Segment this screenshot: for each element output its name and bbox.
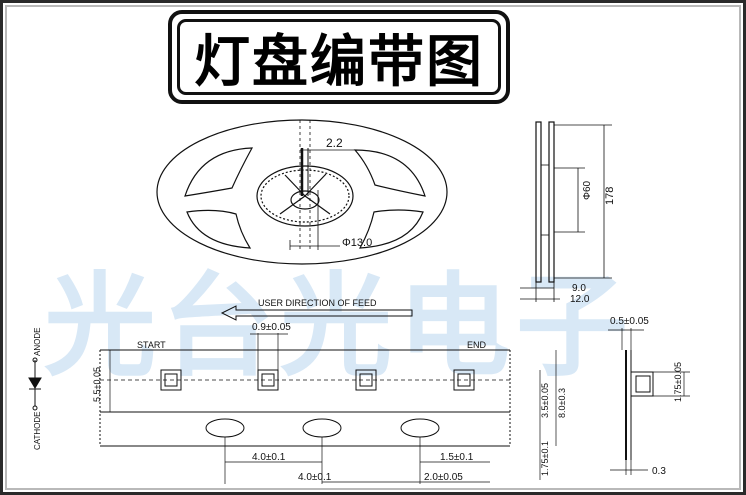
reel-center-hole (290, 190, 320, 210)
tape-width-dim: 8.0±0.3 (557, 388, 567, 418)
hole-offset-dim: 2.0±0.05 (424, 472, 463, 483)
diode-symbol (28, 357, 42, 411)
anode-label: ANODE (33, 328, 42, 356)
section-thickness-dim: 0.5±0.05 (610, 316, 649, 327)
pitch-a-dim: 4.0±0.1 (252, 452, 286, 463)
pitch-b-dim: 4.0±0.1 (298, 472, 332, 483)
section-base-dim: 0.3 (652, 466, 666, 477)
reel-window-bottom-left (186, 209, 252, 249)
tape-pocket (257, 369, 279, 391)
side-width-outer-dim: 12.0 (570, 294, 590, 305)
side-outer-diameter-dim: 178 (604, 187, 616, 205)
hub-width-dim: 2.2 (326, 136, 343, 150)
title-box: 灯盘编带图 (168, 10, 510, 104)
reel-window-top-right (353, 149, 426, 197)
cathode-label: CATHODE (33, 411, 42, 450)
tape-cross-section (608, 328, 690, 475)
feed-direction-arrow (220, 305, 413, 321)
sprocket-hole (302, 418, 342, 438)
reel-outer-rim (156, 119, 448, 265)
reel-front-view (156, 119, 448, 265)
section-height-dim: 1.75±0.05 (673, 362, 683, 402)
hub-diameter-dim: Φ13.0 (342, 237, 372, 249)
pocket-depth-dim: 5.5±0.05 (92, 367, 102, 402)
reel-window-top-left (184, 147, 254, 197)
feed-direction-label: USER DIRECTION OF FEED (258, 298, 377, 308)
sprocket-hole (400, 418, 440, 438)
tape-start-label: START (137, 340, 166, 350)
tape-edge-dim: 1.75±0.1 (540, 441, 550, 476)
side-width-inner-dim: 9.0 (572, 283, 586, 294)
title-inner-border: 灯盘编带图 (177, 19, 501, 95)
reel-hub (256, 165, 354, 227)
diagram-title: 灯盘编带图 (194, 29, 484, 95)
tape-pocket (160, 369, 182, 391)
sprocket-hole (205, 418, 245, 438)
pocket-width-dim: 0.9±0.05 (252, 322, 291, 333)
reel-hub-teeth (260, 169, 350, 223)
hole-diameter-dim: 1.5±0.1 (440, 452, 474, 463)
tape-pocket (453, 369, 475, 391)
hole-row-width-dim: 3.5±0.05 (540, 383, 550, 418)
reel-side-view (520, 121, 612, 302)
tape-end-label: END (467, 340, 487, 350)
carrier-tape (99, 333, 557, 484)
side-inner-diameter-dim: Φ60 (582, 180, 593, 200)
reel-window-bottom-right (358, 209, 424, 249)
tape-pocket (355, 369, 377, 391)
